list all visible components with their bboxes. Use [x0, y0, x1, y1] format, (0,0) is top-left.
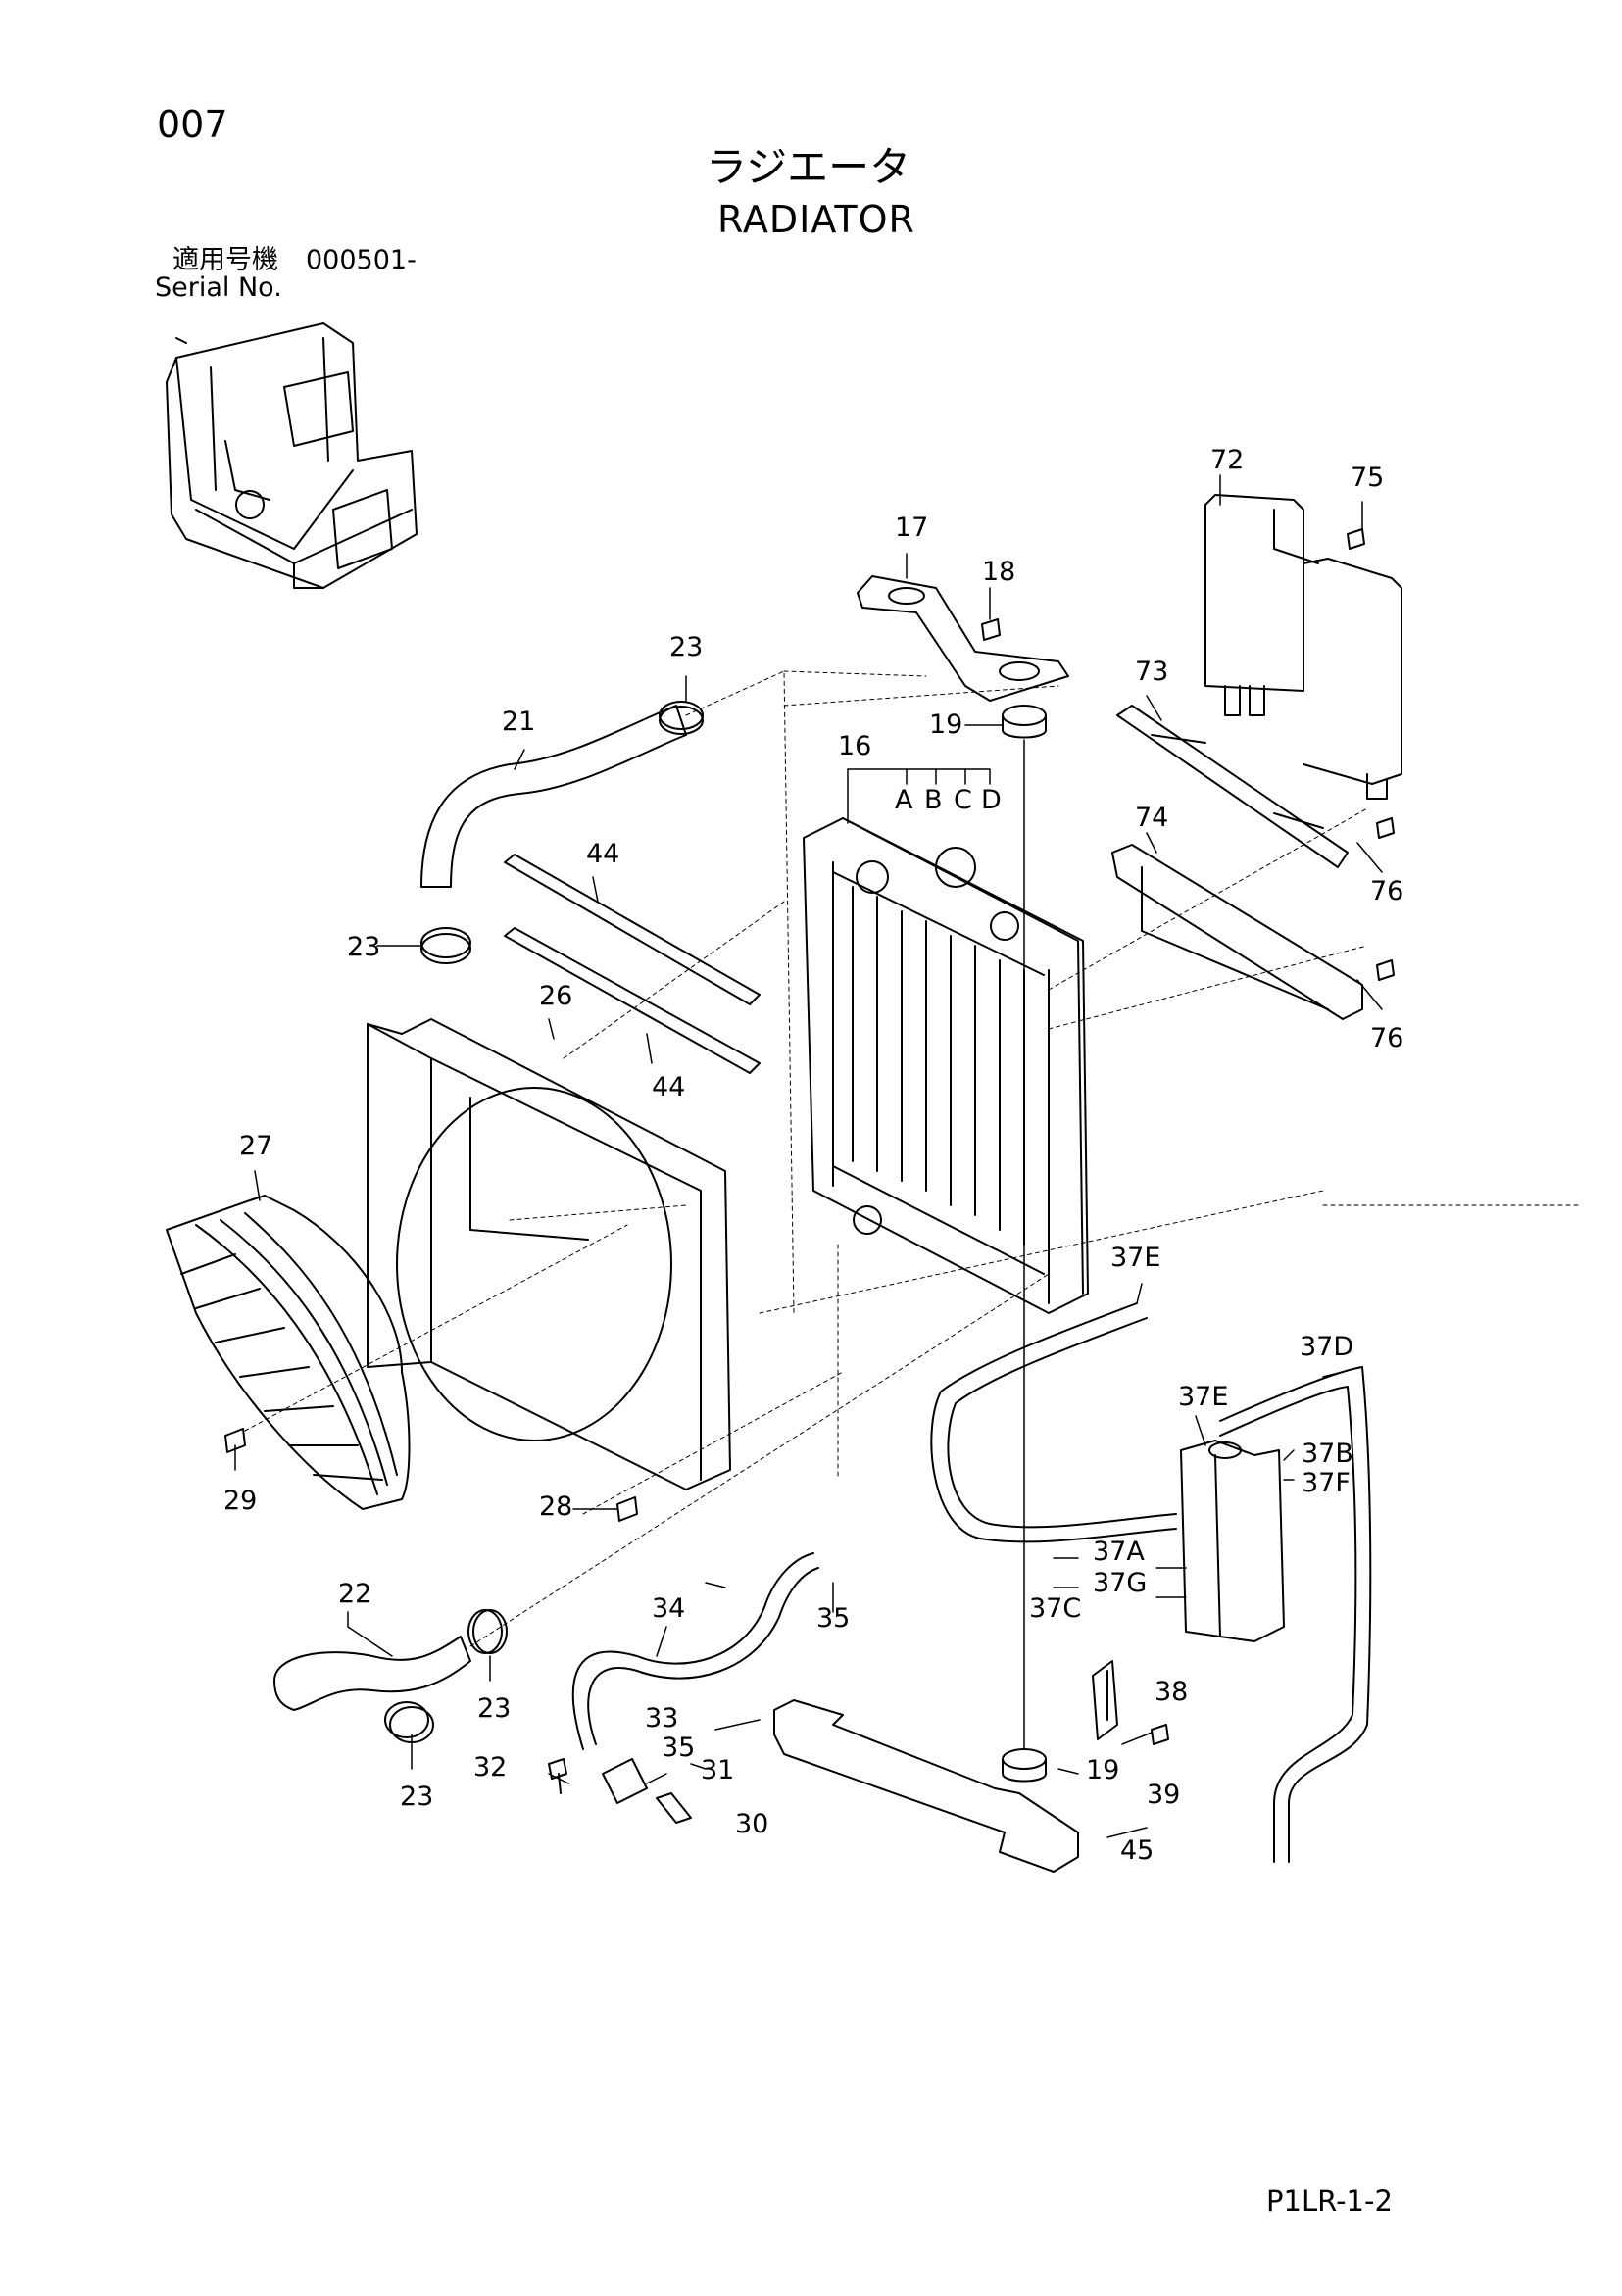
lower-radiator-hose — [273, 1636, 471, 1711]
title-english: RADIATOR — [717, 198, 915, 241]
callout-32: 32 — [473, 1752, 507, 1783]
hose-clamp-23-top — [659, 701, 704, 735]
drain-cock — [602, 1758, 692, 1824]
callout-76-upper: 76 — [1370, 876, 1403, 906]
bolt-29 — [224, 1428, 246, 1453]
mounting-plate-73 — [1116, 705, 1349, 868]
callout-21: 21 — [502, 707, 535, 737]
callout-73: 73 — [1135, 657, 1168, 687]
callout-19-bottom: 19 — [1086, 1755, 1119, 1785]
callout-17: 17 — [895, 513, 928, 543]
mounting-plate-74 — [1111, 844, 1363, 1020]
bolt-76-lower — [1376, 959, 1395, 981]
reference-code: P1LR-1-2 — [1266, 2184, 1393, 2218]
callout-23-mid: 23 — [477, 1693, 511, 1724]
excavator-thumbnail — [166, 322, 418, 589]
callout-37d: 37D — [1300, 1332, 1353, 1362]
callout-16c: C — [954, 785, 972, 815]
bolt-39 — [1151, 1724, 1169, 1745]
callout-27: 27 — [239, 1131, 272, 1161]
hose-clamp-23-left — [420, 927, 471, 964]
serial-label-japanese: 適用号機 — [172, 245, 278, 275]
upper-radiator-hose — [420, 705, 687, 888]
seal-strip-44-lower — [504, 927, 761, 1074]
callout-23-low: 23 — [400, 1782, 433, 1812]
hose-clamp-23-mid — [467, 1609, 508, 1654]
overflow-hose-37d — [1219, 1366, 1372, 1863]
bolt-32 — [548, 1758, 567, 1794]
bolt-75 — [1347, 528, 1365, 550]
bolt-76-upper — [1376, 817, 1395, 839]
callout-72: 72 — [1210, 445, 1244, 475]
fan-shroud — [367, 1018, 731, 1490]
overflow-hose-37c — [930, 1302, 1177, 1543]
page-number: 007 — [157, 103, 228, 146]
callout-33: 33 — [645, 1703, 678, 1734]
callout-35-upper: 35 — [816, 1603, 850, 1634]
callout-34: 34 — [652, 1593, 685, 1624]
callout-31: 31 — [701, 1755, 734, 1785]
callout-74: 74 — [1135, 803, 1168, 833]
callout-16d: D — [981, 785, 1002, 815]
seal-strip-44-upper — [504, 854, 761, 1005]
hose-clamp-23-low — [384, 1701, 434, 1743]
callout-37e-lower: 37E — [1178, 1382, 1228, 1412]
callout-28: 28 — [539, 1491, 572, 1522]
callout-16b: B — [924, 785, 943, 815]
callout-44-upper: 44 — [586, 839, 619, 869]
callout-37b: 37B — [1302, 1439, 1353, 1469]
callout-37e-upper: 37E — [1110, 1243, 1160, 1273]
coolant-reservoir-cover — [1204, 494, 1402, 800]
callout-22: 22 — [338, 1579, 371, 1609]
rubber-mount-19-top — [1002, 705, 1047, 739]
callout-38: 38 — [1155, 1677, 1188, 1707]
callout-44-lower: 44 — [652, 1072, 685, 1102]
serial-label-english: Serial No. — [155, 272, 282, 303]
rubber-mount-19-bottom — [1002, 1748, 1047, 1783]
leader-lines — [234, 474, 1383, 1838]
title-japanese: ラジエータ — [706, 143, 911, 191]
callout-23-left: 23 — [347, 932, 380, 962]
callout-16a: A — [895, 785, 913, 815]
callout-45: 45 — [1120, 1835, 1154, 1866]
callout-23-top: 23 — [669, 632, 703, 662]
callout-75: 75 — [1351, 463, 1384, 493]
callout-37f: 37F — [1302, 1468, 1351, 1498]
drain-hose — [571, 1552, 819, 1750]
callout-30: 30 — [735, 1809, 768, 1839]
callout-35-lower: 35 — [662, 1733, 695, 1763]
callout-19-top: 19 — [929, 709, 962, 740]
callout-29: 29 — [223, 1486, 257, 1516]
callout-37c: 37C — [1029, 1593, 1081, 1624]
serial-range: 000501- — [306, 245, 417, 275]
bolt-28 — [616, 1496, 638, 1522]
fan-guard — [166, 1195, 411, 1510]
callout-18: 18 — [982, 557, 1015, 587]
callout-37a: 37A — [1093, 1537, 1145, 1567]
reserve-tank — [1180, 1440, 1285, 1642]
callout-26: 26 — [539, 981, 572, 1011]
radiator-core — [803, 817, 1089, 1314]
alignment-lines — [244, 670, 1579, 1647]
callout-39: 39 — [1147, 1780, 1180, 1810]
lower-seal-45 — [773, 1699, 1079, 1873]
tank-bracket-38 — [1092, 1660, 1118, 1740]
radiator-bracket-17 — [857, 575, 1069, 702]
bolt-18 — [981, 618, 1001, 641]
callout-37g: 37G — [1093, 1568, 1147, 1598]
callout-16: 16 — [838, 731, 871, 761]
callout-76-lower: 76 — [1370, 1023, 1403, 1053]
